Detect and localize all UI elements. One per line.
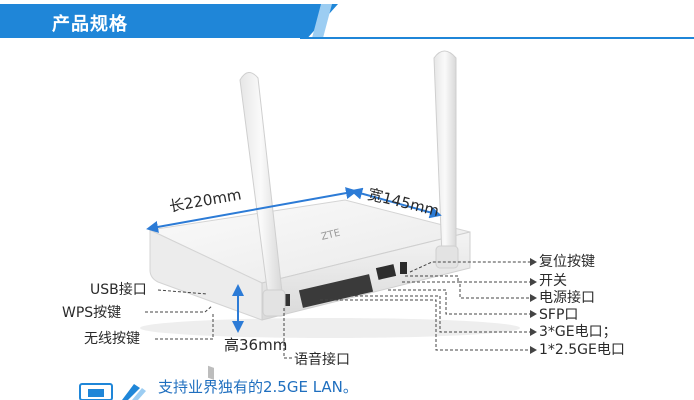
sfp-port-label: SFP口 <box>539 307 579 323</box>
feature-text: 支持业界独有的2.5GE LAN。 <box>158 378 358 396</box>
usb-leader <box>157 289 208 295</box>
antenna-left <box>239 72 286 317</box>
router-shadow <box>140 318 520 338</box>
sfp-leader <box>388 289 530 315</box>
section-title: 产品规格 <box>52 14 128 35</box>
voice-leader <box>283 308 292 359</box>
ethernet-port-icon <box>79 383 146 400</box>
wireless-button-label: 无线按键 <box>84 331 140 347</box>
reset-button-label: 复位按键 <box>539 254 595 270</box>
wps-button-label: WPS按键 <box>62 305 122 321</box>
height-label: 高36mm <box>224 336 288 354</box>
section-header: 产品规格 <box>0 0 694 44</box>
usb-port <box>208 365 214 380</box>
ge25-leader <box>320 299 530 351</box>
ge-ports-label: 3*GE电口； <box>539 324 617 340</box>
width-dimension-line <box>350 187 442 219</box>
header-band <box>0 4 338 38</box>
power-leader <box>402 281 530 299</box>
wireless-leader <box>155 312 214 340</box>
header-rule <box>300 37 694 39</box>
voice-port-label: 语音接口 <box>294 352 350 368</box>
switch-leader <box>405 275 530 283</box>
antenna-right <box>433 50 459 269</box>
power-port-label: 电源接口 <box>539 290 595 306</box>
ge25-port-label: 1*2.5GE电口 <box>539 342 625 358</box>
ge-leader <box>350 295 530 333</box>
usb-port-label: USB接口 <box>90 282 147 298</box>
power-port <box>400 262 407 274</box>
power-switch-label: 开关 <box>539 273 567 289</box>
length-dimension-line <box>146 187 358 233</box>
sfp-port <box>375 264 397 280</box>
wps-leader <box>145 305 213 313</box>
ge-ports <box>298 274 374 308</box>
